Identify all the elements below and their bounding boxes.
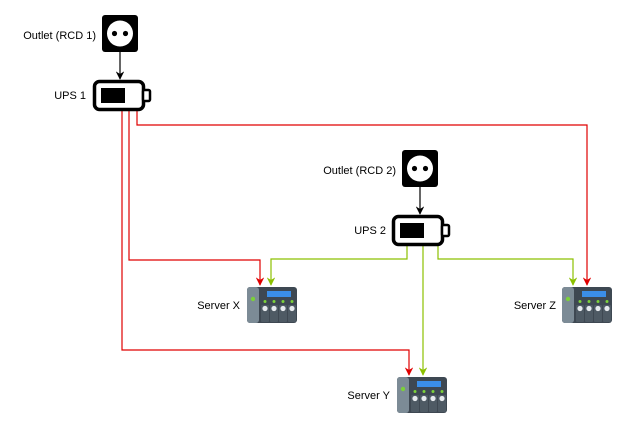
drive-led	[290, 300, 294, 303]
battery-icon	[391, 214, 451, 247]
node-ups2[interactable]: UPS 2	[354, 214, 451, 247]
node-outlet1[interactable]: Outlet (RCD 1)	[23, 15, 138, 52]
drive-led	[281, 300, 285, 303]
server-display	[582, 291, 606, 297]
battery-icon	[92, 79, 152, 112]
serverZ-label: Server Z	[514, 300, 556, 312]
drive-handle	[412, 395, 418, 402]
server-display	[267, 291, 291, 297]
node-serverY[interactable]: Server Y	[347, 377, 447, 413]
server-side-panel	[562, 287, 574, 323]
nas-server-icon	[397, 377, 447, 413]
node-serverZ[interactable]: Server Z	[514, 287, 612, 323]
server-side-panel	[397, 377, 409, 413]
drive-led	[605, 300, 609, 303]
node-ups1[interactable]: UPS 1	[54, 79, 152, 112]
drive-led	[413, 390, 417, 393]
ups1-label: UPS 1	[54, 90, 86, 102]
drive-handle	[289, 305, 295, 312]
serverY-label: Server Y	[347, 390, 390, 402]
drive-handle	[262, 305, 268, 312]
drive-handle	[421, 395, 427, 402]
drive-led	[263, 300, 267, 303]
power-outlet-icon	[102, 15, 138, 52]
serverX-label: Server X	[197, 300, 240, 312]
ups2-label: UPS 2	[354, 225, 386, 237]
drive-handle	[280, 305, 286, 312]
nas-server-icon	[247, 287, 297, 323]
node-serverX[interactable]: Server X	[197, 287, 297, 323]
drive-handle	[604, 305, 610, 312]
nas-server-icon	[562, 287, 612, 323]
edge-ups2-serverX	[266, 245, 408, 286]
drive-handle	[439, 395, 445, 402]
drive-led	[272, 300, 276, 303]
drive-led	[578, 300, 582, 303]
edge-ups1-serverY	[121, 111, 414, 376]
drive-handle	[271, 305, 277, 312]
server-power-led	[400, 386, 406, 392]
drive-handle	[577, 305, 583, 312]
drive-led	[440, 390, 444, 393]
node-outlet2[interactable]: Outlet (RCD 2)	[323, 150, 438, 187]
edge-ups1-serverZ	[136, 111, 592, 286]
drive-led	[431, 390, 435, 393]
drive-led	[587, 300, 591, 303]
edge-ups2-serverZ	[437, 245, 578, 286]
drive-led	[422, 390, 426, 393]
power-outlet-icon	[402, 150, 438, 187]
server-display	[417, 381, 441, 387]
outlet2-label: Outlet (RCD 2)	[323, 165, 396, 177]
drive-handle	[595, 305, 601, 312]
server-side-panel	[247, 287, 259, 323]
drive-handle	[430, 395, 436, 402]
drive-handle	[586, 305, 592, 312]
outlet1-label: Outlet (RCD 1)	[23, 30, 96, 42]
drive-led	[596, 300, 600, 303]
edges	[115, 52, 592, 376]
server-power-led	[565, 296, 571, 302]
edge-ups1-serverX	[128, 111, 265, 286]
server-power-led	[250, 296, 256, 302]
